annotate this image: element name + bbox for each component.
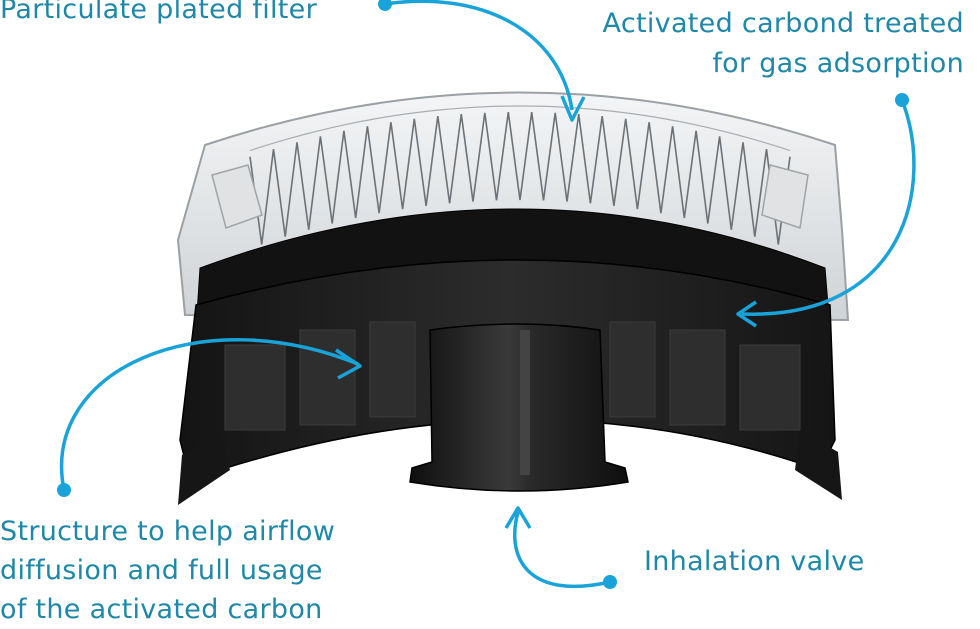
- airflow-ribs: [224, 321, 801, 431]
- callout-valve: [504, 506, 617, 589]
- callout-valve-dot: [603, 575, 617, 589]
- label-airflow-structure-line2: diffusion and full usage: [0, 555, 323, 586]
- callout-structure-dot: [57, 483, 71, 497]
- callout-carbon-dot: [895, 93, 909, 107]
- label-airflow-structure-line1: Structure to help airflow: [0, 516, 336, 547]
- label-activated-carbon-line1: Activated carbond treated: [602, 8, 964, 39]
- body-foot-left: [178, 430, 230, 505]
- callout-particulate-arrow: [560, 95, 586, 122]
- callout-structure: [57, 338, 362, 497]
- body-foot-right: [795, 430, 842, 500]
- label-inhalation-valve: Inhalation valve: [644, 546, 865, 577]
- callout-structure-arrow: [335, 348, 362, 380]
- callout-valve-arrow: [504, 506, 532, 529]
- callout-particulate-line: [384, 0, 574, 111]
- label-airflow-structure: Structure to help airflow diffusion and …: [0, 512, 335, 629]
- valve-highlight: [520, 330, 530, 475]
- callout-carbon: [736, 93, 916, 328]
- callout-carbon-arrow: [736, 300, 757, 328]
- pleated-filter: [249, 105, 791, 245]
- callout-carbon-line: [741, 99, 916, 316]
- label-activated-carbon-line2: for gas adsorption: [712, 48, 964, 79]
- callout-particulate: [378, 0, 586, 122]
- label-activated-carbon: Activated carbond treated for gas adsorp…: [603, 4, 964, 84]
- callout-structure-line: [60, 338, 359, 491]
- label-airflow-structure-line3: of the activated carbon: [0, 594, 323, 625]
- label-particulate-filter: Particulate plated filter: [0, 0, 317, 25]
- pleat-top-edge: [249, 105, 791, 152]
- inhalation-valve: [409, 323, 629, 492]
- callout-particulate-dot: [378, 0, 392, 11]
- callout-valve-line: [513, 511, 611, 589]
- shell-clip-left: [211, 164, 263, 229]
- shell-clip-right: [761, 164, 809, 230]
- pleat-zigzag: [249, 111, 791, 245]
